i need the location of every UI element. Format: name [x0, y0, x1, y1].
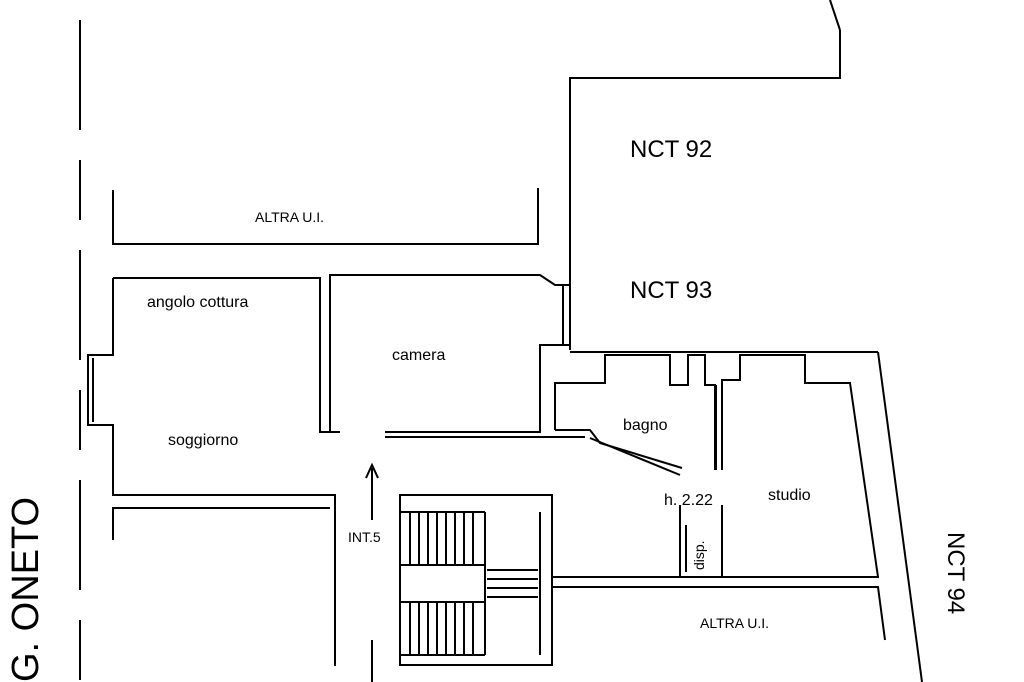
- altra-ui-bottom-wall-2: [553, 586, 886, 641]
- label-street: G. ONETO: [5, 497, 47, 682]
- camera-wall: [329, 274, 571, 433]
- label-altra-ui-bottom: ALTRA U.I.: [700, 615, 769, 631]
- label-nct94: NCT 94: [942, 532, 969, 614]
- entrance-arrowhead: [365, 462, 379, 479]
- label-angolo-cottura: angolo cottura: [147, 294, 249, 311]
- bottom-left-wall: [112, 507, 330, 540]
- label-altra-ui-top: ALTRA U.I.: [255, 209, 324, 225]
- label-studio: studio: [768, 487, 811, 504]
- label-soggiorno: soggiorno: [168, 432, 238, 449]
- soggiorno-left-wall: [87, 278, 336, 666]
- bagno-diagonal-wall: [555, 429, 683, 469]
- label-bagno: bagno: [623, 417, 668, 434]
- nct92-boundary: [569, 30, 841, 350]
- label-nct93: NCT 93: [630, 277, 712, 304]
- label-disp: disp.: [691, 540, 707, 570]
- stair-outline: [399, 494, 553, 666]
- bagno-diagonal-wall-2: [589, 437, 681, 476]
- bagno-wall: [554, 354, 716, 470]
- stair-treads: [400, 511, 541, 656]
- nct92-top-dash: [829, 0, 841, 31]
- label-int5: INT.5: [348, 529, 381, 545]
- label-height: h. 2.22: [664, 492, 713, 509]
- east-boundary: [877, 351, 923, 682]
- label-nct92: NCT 92: [630, 136, 712, 163]
- altra-ui-top-wall: [112, 188, 539, 245]
- studio-wall: [721, 354, 880, 578]
- label-camera: camera: [392, 347, 445, 364]
